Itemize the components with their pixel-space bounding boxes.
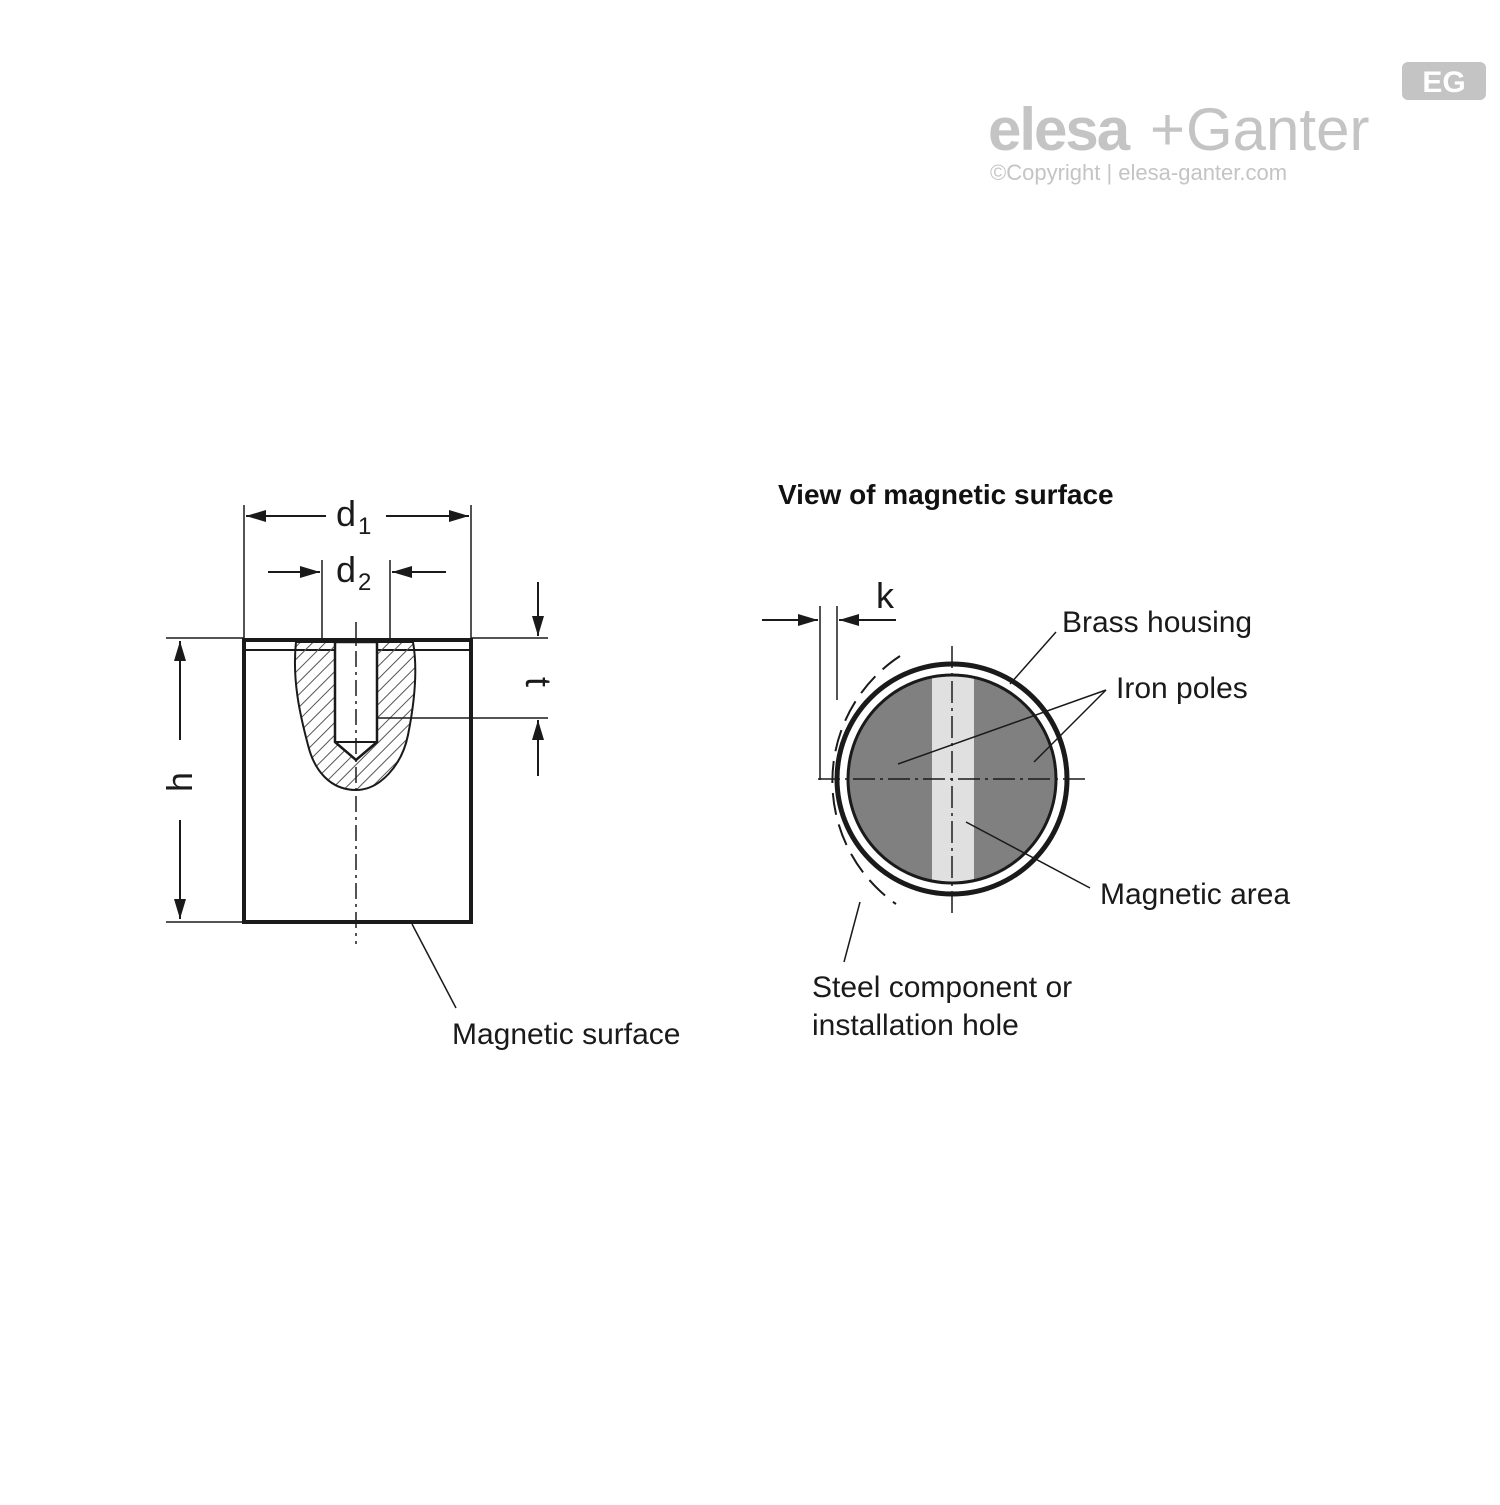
leader-steel-component	[843, 901, 861, 963]
label-iron-poles: Iron poles	[1116, 672, 1248, 705]
side-view	[166, 505, 548, 1009]
label-steel-component-line1: Steel component or	[812, 971, 1072, 1004]
brand-copyright: ©Copyright | elesa-ganter.com	[990, 160, 1287, 185]
magnetic-area-strip	[932, 675, 974, 883]
leader-magnetic-surface	[411, 923, 457, 1009]
brand-badge-text: EG	[1422, 66, 1465, 99]
dim-d2-label: d2	[336, 549, 371, 596]
face-view: View of magnetic surface k	[762, 479, 1290, 1042]
label-steel-component-line2: installation hole	[812, 1009, 1019, 1042]
magnet-body-outline	[242, 638, 473, 924]
leader-brass-housing	[1009, 631, 1057, 685]
dim-k-label: k	[876, 575, 895, 616]
leader-iron-pole-right	[1033, 689, 1107, 763]
label-brass-housing: Brass housing	[1062, 606, 1252, 639]
brand-name-ganter: Ganter	[1186, 96, 1369, 163]
side-view-labels: d1 d2 h t Magnetic surface	[159, 493, 680, 1051]
face-view-title: View of magnetic surface	[778, 479, 1114, 510]
leader-magnetic-area	[965, 821, 1091, 889]
dim-h-label: h	[159, 772, 200, 792]
leader-iron-pole-left	[897, 689, 1107, 765]
dim-d1-label: d1	[336, 493, 371, 540]
dim-t-label: t	[518, 677, 559, 687]
brand-logo: EG elesa + Ganter ©Copyright | elesa-gan…	[988, 62, 1486, 185]
brand-plus: +	[1150, 96, 1185, 163]
brand-badge	[1402, 62, 1486, 100]
brand-name-elesa: elesa	[988, 96, 1131, 163]
label-magnetic-area: Magnetic area	[1100, 878, 1290, 911]
label-magnetic-surface: Magnetic surface	[452, 1018, 680, 1051]
